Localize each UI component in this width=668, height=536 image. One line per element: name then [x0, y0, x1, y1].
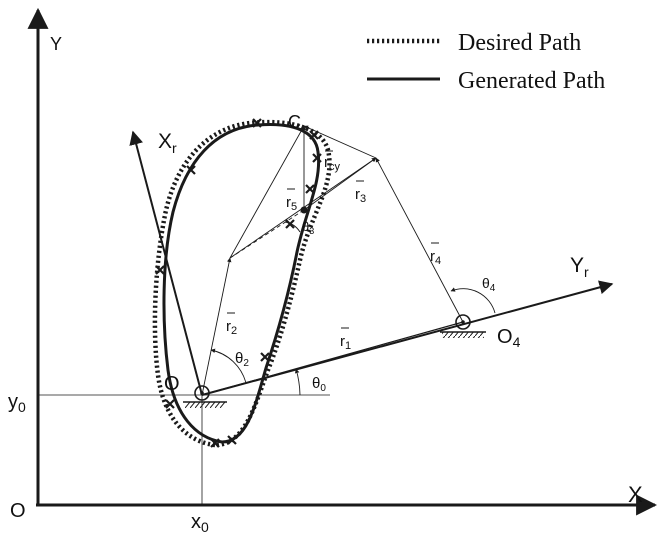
- theta2-label: θ2: [235, 350, 249, 369]
- precision-points: [155, 118, 322, 448]
- crank-link: [201, 257, 232, 396]
- coupler-dashed-link: [229, 209, 305, 259]
- x0-label: x0: [191, 511, 209, 535]
- precision-point-marker: [260, 352, 270, 362]
- y0-label: y0: [8, 391, 26, 415]
- theta2-arc: [210, 348, 247, 384]
- x-axis-label: X: [628, 482, 643, 507]
- coupler-left-link: [229, 125, 305, 259]
- precision-point-marker: [186, 165, 196, 175]
- rocker-link: [375, 157, 464, 323]
- svg-text:r2: r2: [226, 318, 237, 337]
- r5-label: r5: [286, 188, 297, 213]
- rcy-link: [303, 125, 377, 159]
- origin-label: O: [10, 500, 26, 522]
- precision-point-marker: [165, 399, 175, 409]
- precision-point-marker: [305, 184, 315, 194]
- ground-pivot-o4: [440, 314, 486, 338]
- legend-generated-label: Generated Path: [458, 68, 605, 94]
- svg-text:r5: r5: [286, 194, 297, 213]
- yr-axis-label: Yr: [570, 254, 589, 280]
- svg-text:r4: r4: [430, 248, 441, 267]
- theta4-arc: [450, 287, 496, 314]
- ground-pivot-o2: [183, 385, 227, 408]
- svg-text:rcy: rcy: [324, 154, 341, 173]
- theta3-label: θ3: [302, 219, 314, 236]
- joint-b: [300, 206, 308, 214]
- point-c-label: C: [288, 112, 301, 132]
- precision-point-marker: [227, 435, 237, 445]
- y-axis-label: Y: [50, 34, 62, 54]
- theta4-label: θ4: [482, 275, 496, 294]
- rcy-label: rcy: [324, 150, 341, 173]
- theta0-arc: [294, 368, 301, 396]
- svg-text:r3: r3: [355, 186, 366, 205]
- r4-label: r4: [430, 242, 441, 267]
- svg-text:r1: r1: [340, 333, 351, 352]
- legend: Desired Path Generated Path: [367, 30, 605, 94]
- desired-path: [152, 119, 332, 448]
- precision-point-marker: [312, 153, 322, 163]
- point-o2-label: O: [164, 373, 180, 395]
- precision-point-marker: [285, 219, 295, 229]
- r1-label: r1: [340, 327, 351, 352]
- r3-label: r3: [355, 180, 366, 205]
- xr-axis: [129, 130, 203, 396]
- precision-point-marker: [210, 438, 220, 448]
- xr-axis-label: Xr: [158, 130, 177, 156]
- r2-label: r2: [226, 312, 237, 337]
- legend-desired-label: Desired Path: [458, 30, 581, 56]
- theta3-arc: [284, 221, 301, 233]
- precision-point-marker: [252, 118, 262, 128]
- point-o4-label: O4: [497, 326, 521, 350]
- precision-point-marker: [155, 265, 165, 275]
- precision-point-marker: [309, 130, 319, 140]
- generated-path: [162, 122, 321, 444]
- theta0-label: θ0: [312, 375, 326, 394]
- r3-link: [303, 157, 377, 211]
